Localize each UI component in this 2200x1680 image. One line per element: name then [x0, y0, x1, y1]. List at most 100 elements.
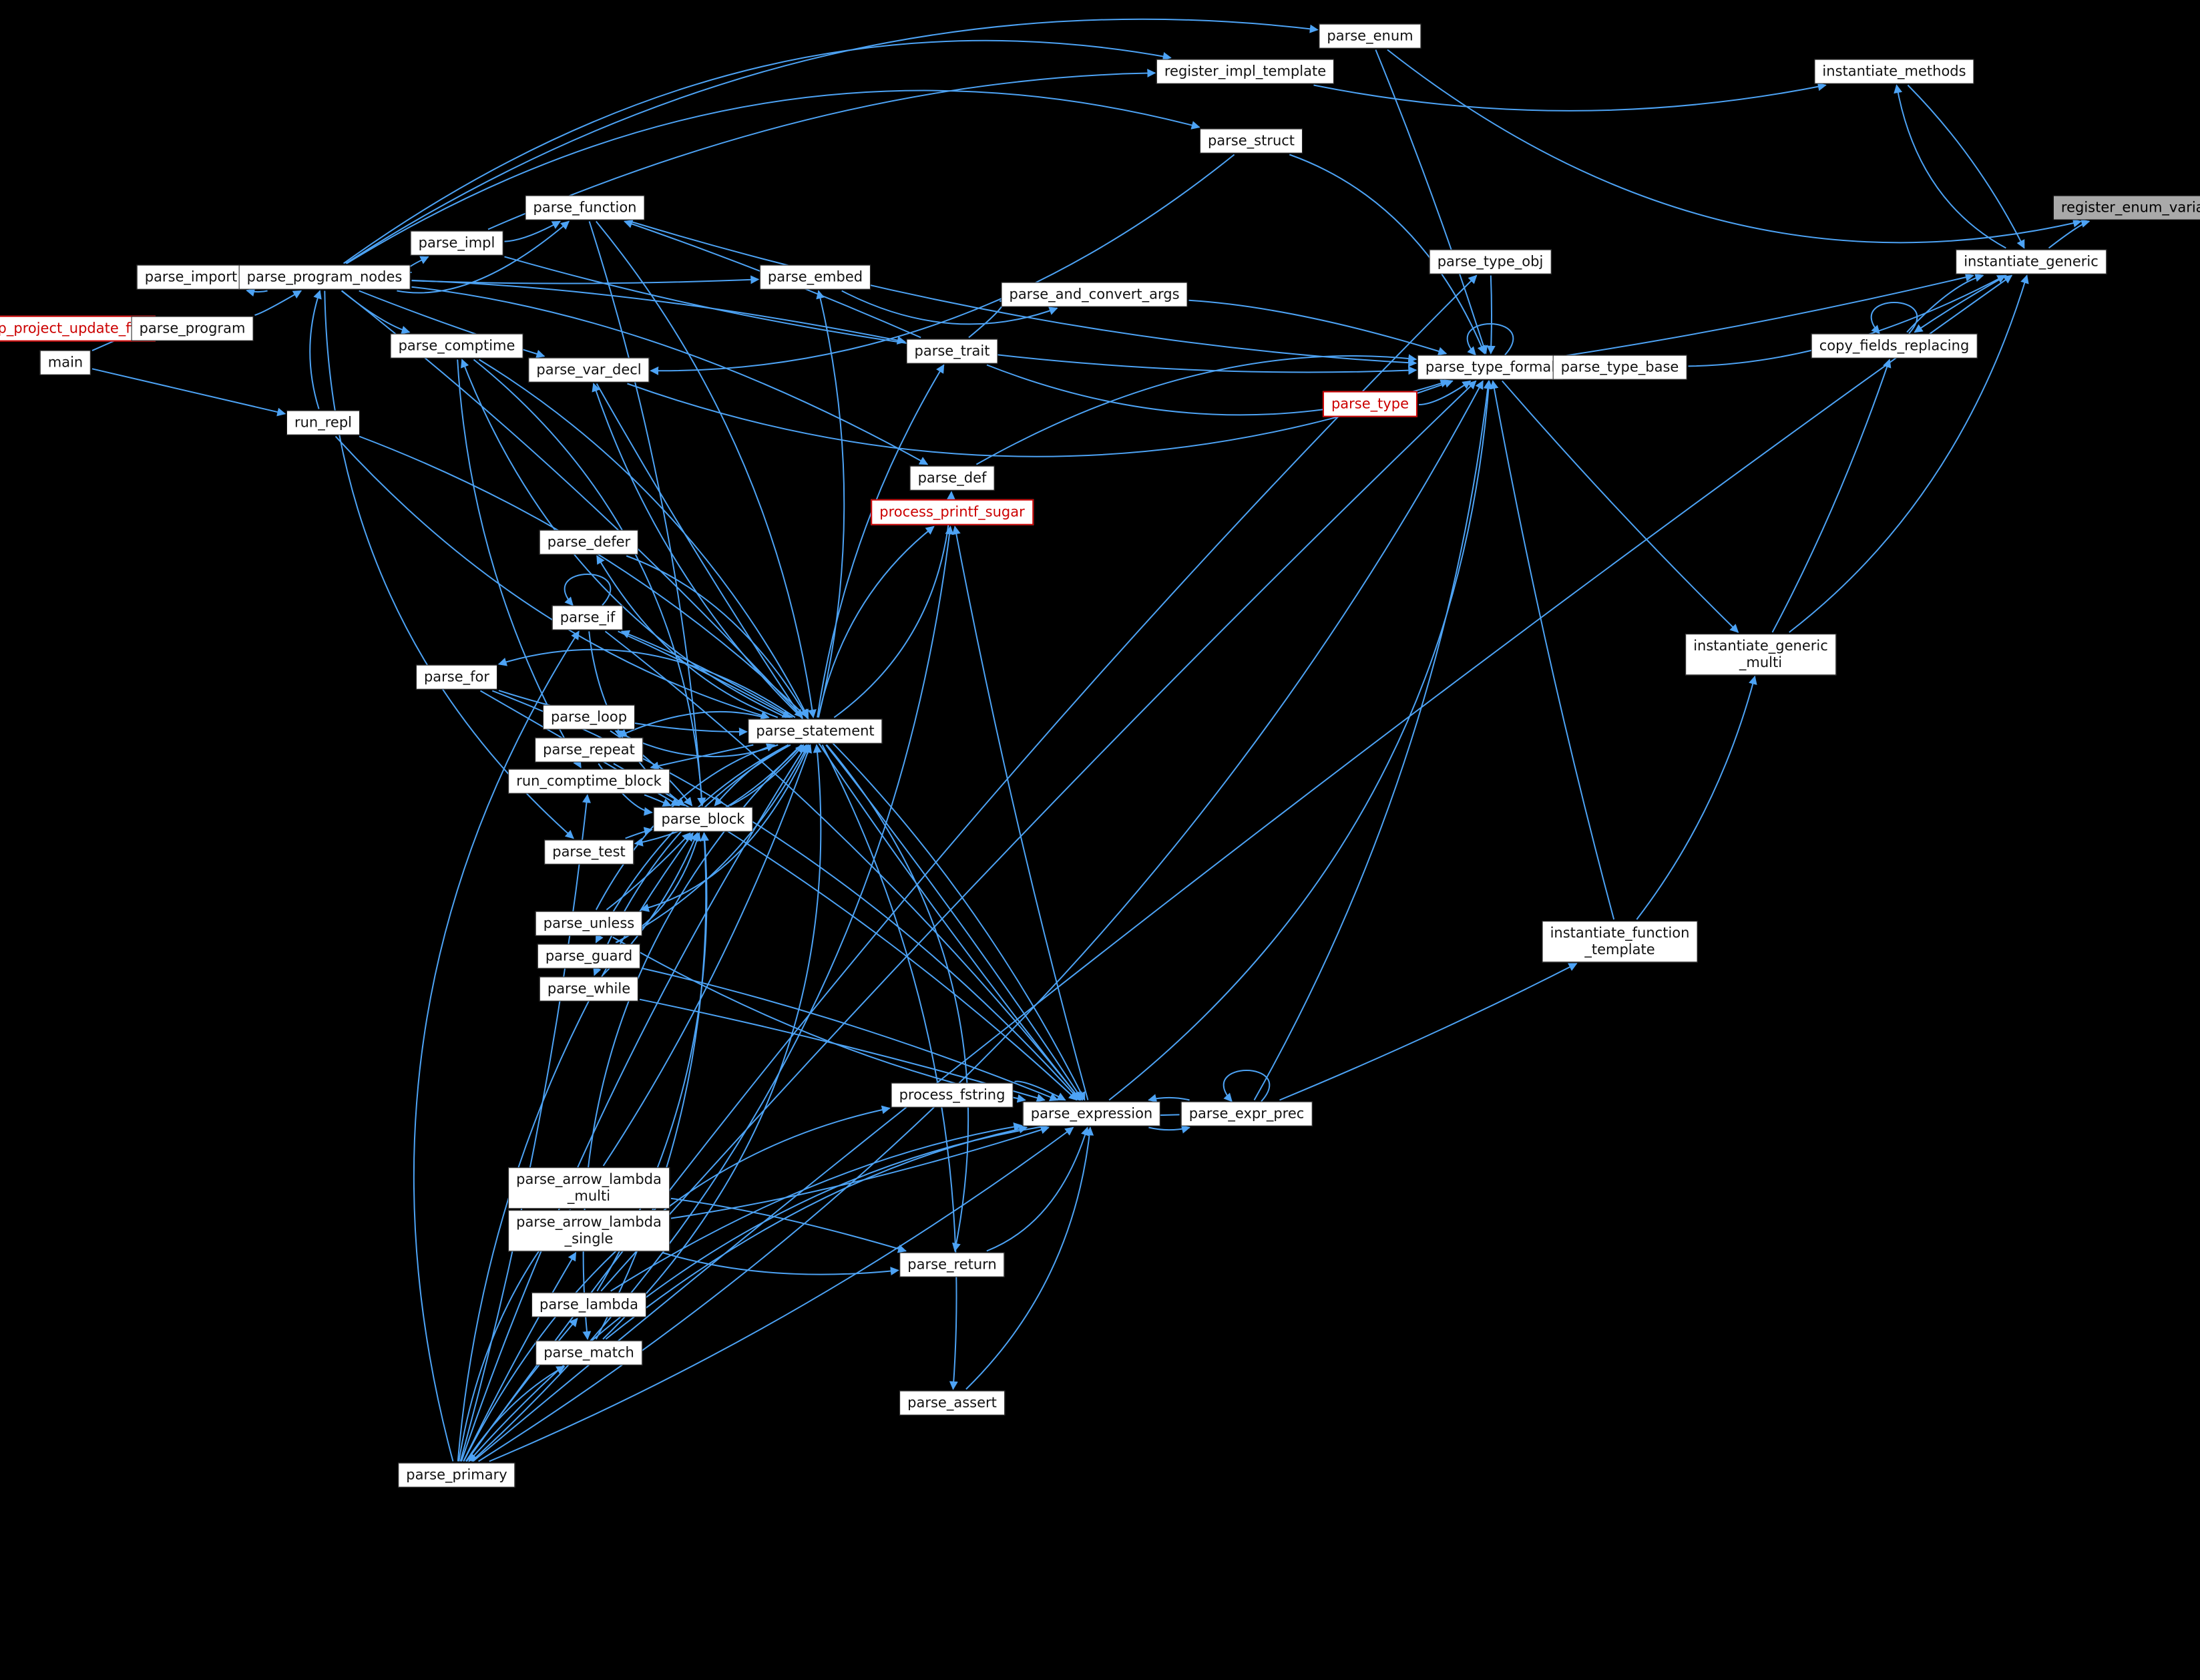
- edge-parse_type-to-parse_type_formal: [1418, 380, 1472, 406]
- edge-parse_program_nodes-to-parse_enum: [345, 18, 1319, 264]
- edge-parse_if-to-parse_statement: [618, 630, 791, 718]
- node-run_repl[interactable]: run_repl: [286, 410, 361, 435]
- edge-parse_match-to-parse_expression: [605, 1124, 1028, 1340]
- node-parse_loop[interactable]: parse_loop: [542, 704, 636, 730]
- edge-parse_statement-to-parse_assert: [821, 745, 958, 1390]
- node-parse_return[interactable]: parse_return: [899, 1252, 1005, 1277]
- node-parse_if[interactable]: parse_if: [552, 605, 624, 630]
- edge-instantiate_function_template-to-parse_type_formal: [1490, 380, 1615, 920]
- edge-parse_statement-to-parse_return: [826, 744, 969, 1252]
- node-instantiate_generic_multi[interactable]: instantiate_generic _multi: [1685, 634, 1836, 675]
- edge-parse_statement-to-parse_for: [497, 648, 796, 718]
- node-instantiate_generic[interactable]: instantiate_generic: [1956, 249, 2107, 274]
- edge-parse_for-to-parse_expression: [491, 690, 1080, 1101]
- edge-parse_impl-to-parse_function: [504, 220, 562, 242]
- node-parse_comptime[interactable]: parse_comptime: [390, 333, 523, 359]
- node-parse_lambda[interactable]: parse_lambda: [531, 1292, 646, 1317]
- edge-parse_arrow_lambda_single-to-parse_expression: [670, 1125, 1050, 1219]
- edge-parse_program_nodes-to-register_impl_template: [343, 39, 1172, 264]
- edge-parse_type_obj-to-parse_type_formal: [1486, 275, 1496, 355]
- edge-instantiate_methods-to-instantiate_generic: [1907, 84, 2025, 249]
- node-parse_type_base[interactable]: parse_type_base: [1552, 355, 1687, 380]
- edge-parse_if-to-parse_if: [564, 574, 612, 606]
- node-parse_type_obj[interactable]: parse_type_obj: [1429, 249, 1552, 274]
- node-parse_repeat[interactable]: parse_repeat: [535, 737, 643, 763]
- node-parse_expr_prec[interactable]: parse_expr_prec: [1180, 1101, 1313, 1126]
- node-parse_program[interactable]: parse_program: [131, 316, 254, 341]
- node-parse_enum[interactable]: parse_enum: [1319, 23, 1421, 49]
- edge-parse_primary-to-parse_if: [413, 630, 580, 1462]
- node-process_fstring[interactable]: process_fstring: [891, 1082, 1014, 1108]
- node-parse_import[interactable]: parse_import: [136, 264, 246, 290]
- node-parse_block[interactable]: parse_block: [653, 807, 753, 832]
- edge-parse_function-to-parse_statement: [596, 220, 817, 718]
- node-parse_type_formal[interactable]: parse_type_formal: [1417, 355, 1564, 380]
- edge-parse_program_nodes-to-parse_import: [246, 288, 268, 297]
- edge-parse_unless-to-parse_block: [606, 832, 691, 911]
- edge-parse_arrow_lambda_multi-to-parse_statement: [602, 744, 812, 1167]
- edge-copy_fields_replacing-to-instantiate_generic: [1906, 273, 1984, 333]
- edge-parse_match-to-parse_block: [595, 832, 709, 1339]
- node-parse_arrow_lambda_single[interactable]: parse_arrow_lambda _single: [508, 1210, 670, 1251]
- node-parse_def[interactable]: parse_def: [909, 465, 995, 491]
- node-parse_impl[interactable]: parse_impl: [410, 230, 503, 256]
- edge-parse_program-to-parse_program_nodes: [254, 290, 302, 316]
- node-main[interactable]: main: [39, 350, 91, 375]
- edge-parse_statement-to-parse_comptime: [461, 359, 787, 718]
- node-parse_match[interactable]: parse_match: [535, 1340, 642, 1366]
- edge-parse_expr_prec-to-instantiate_function_template: [1279, 963, 1578, 1101]
- node-parse_guard[interactable]: parse_guard: [537, 943, 641, 969]
- node-parse_while[interactable]: parse_while: [539, 976, 639, 1002]
- edge-parse_type_formal-to-parse_type_formal: [1466, 323, 1514, 356]
- node-parse_trait[interactable]: parse_trait: [906, 339, 998, 364]
- edge-run_repl-to-parse_statement: [335, 435, 770, 720]
- node-parse_primary[interactable]: parse_primary: [398, 1462, 515, 1488]
- node-parse_assert[interactable]: parse_assert: [899, 1390, 1005, 1416]
- edge-parse_primary-to-parse_lambda: [465, 1317, 578, 1462]
- node-parse_struct[interactable]: parse_struct: [1199, 128, 1303, 154]
- node-parse_expression[interactable]: parse_expression: [1022, 1101, 1161, 1126]
- node-parse_function[interactable]: parse_function: [525, 195, 645, 220]
- edge-run_comptime_block-to-parse_block: [644, 794, 672, 807]
- edge-instantiate_generic-to-instantiate_methods: [1894, 84, 2006, 249]
- node-parse_test[interactable]: parse_test: [544, 839, 634, 865]
- edge-parse_impl-to-register_impl_template: [487, 69, 1156, 230]
- edge-parse_guard-to-parse_statement: [615, 744, 809, 943]
- edge-parse_type_formal-to-instantiate_generic: [1564, 272, 1974, 357]
- edge-parse_program_nodes-to-parse_embed: [411, 275, 760, 284]
- node-register_enum_variant[interactable]: register_enum_variant: [2052, 195, 2200, 220]
- edge-parse_expr_prec-to-parse_expr_prec: [1223, 1070, 1271, 1102]
- edge-register_impl_template-to-instantiate_methods: [1313, 82, 1827, 112]
- edge-parse_primary-to-parse_arrow_lambda_single: [463, 1251, 577, 1462]
- edge-parse_statement-to-parse_defer: [596, 555, 779, 718]
- edge-parse_guard-to-parse_expression: [641, 968, 1059, 1102]
- node-process_printf_sugar[interactable]: process_printf_sugar: [871, 499, 1034, 526]
- node-register_impl_template[interactable]: register_impl_template: [1156, 59, 1335, 84]
- edge-parse_primary-to-parse_match: [465, 1366, 566, 1462]
- node-run_comptime_block[interactable]: run_comptime_block: [508, 769, 670, 794]
- node-parse_statement[interactable]: parse_statement: [748, 718, 883, 744]
- node-parse_type[interactable]: parse_type: [1322, 391, 1418, 417]
- node-instantiate_methods[interactable]: instantiate_methods: [1814, 59, 1974, 84]
- node-parse_and_convert_args[interactable]: parse_and_convert_args: [1001, 282, 1188, 307]
- edge-parse_struct-to-parse_type_formal: [1289, 154, 1486, 355]
- edge-parse_enum-to-register_enum_variant: [1387, 49, 2082, 244]
- edge-parse_statement-to-parse_def: [833, 491, 955, 718]
- node-instantiate_function_template[interactable]: instantiate_function _template: [1542, 921, 1698, 962]
- edge-parse_expr_prec-to-parse_type_formal: [1253, 380, 1492, 1100]
- edge-parse_primary-to-parse_type_obj: [465, 274, 1478, 1462]
- node-parse_var_decl[interactable]: parse_var_decl: [528, 357, 650, 383]
- edge-parse_if-to-parse_expression: [604, 630, 1082, 1101]
- node-parse_for[interactable]: parse_for: [415, 664, 498, 690]
- edge-parse_statement-to-parse_expression: [825, 744, 1084, 1101]
- node-copy_fields_replacing[interactable]: copy_fields_replacing: [1811, 333, 1978, 359]
- node-parse_arrow_lambda_multi[interactable]: parse_arrow_lambda _multi: [508, 1167, 670, 1209]
- node-parse_embed[interactable]: parse_embed: [759, 264, 871, 290]
- node-parse_defer[interactable]: parse_defer: [539, 530, 639, 555]
- edge-parse_expression-to-parse_type_formal: [1108, 380, 1493, 1101]
- edge-parse_statement-to-process_printf_sugar: [817, 526, 935, 718]
- node-parse_program_nodes[interactable]: parse_program_nodes: [238, 264, 411, 290]
- node-parse_unless[interactable]: parse_unless: [535, 911, 643, 936]
